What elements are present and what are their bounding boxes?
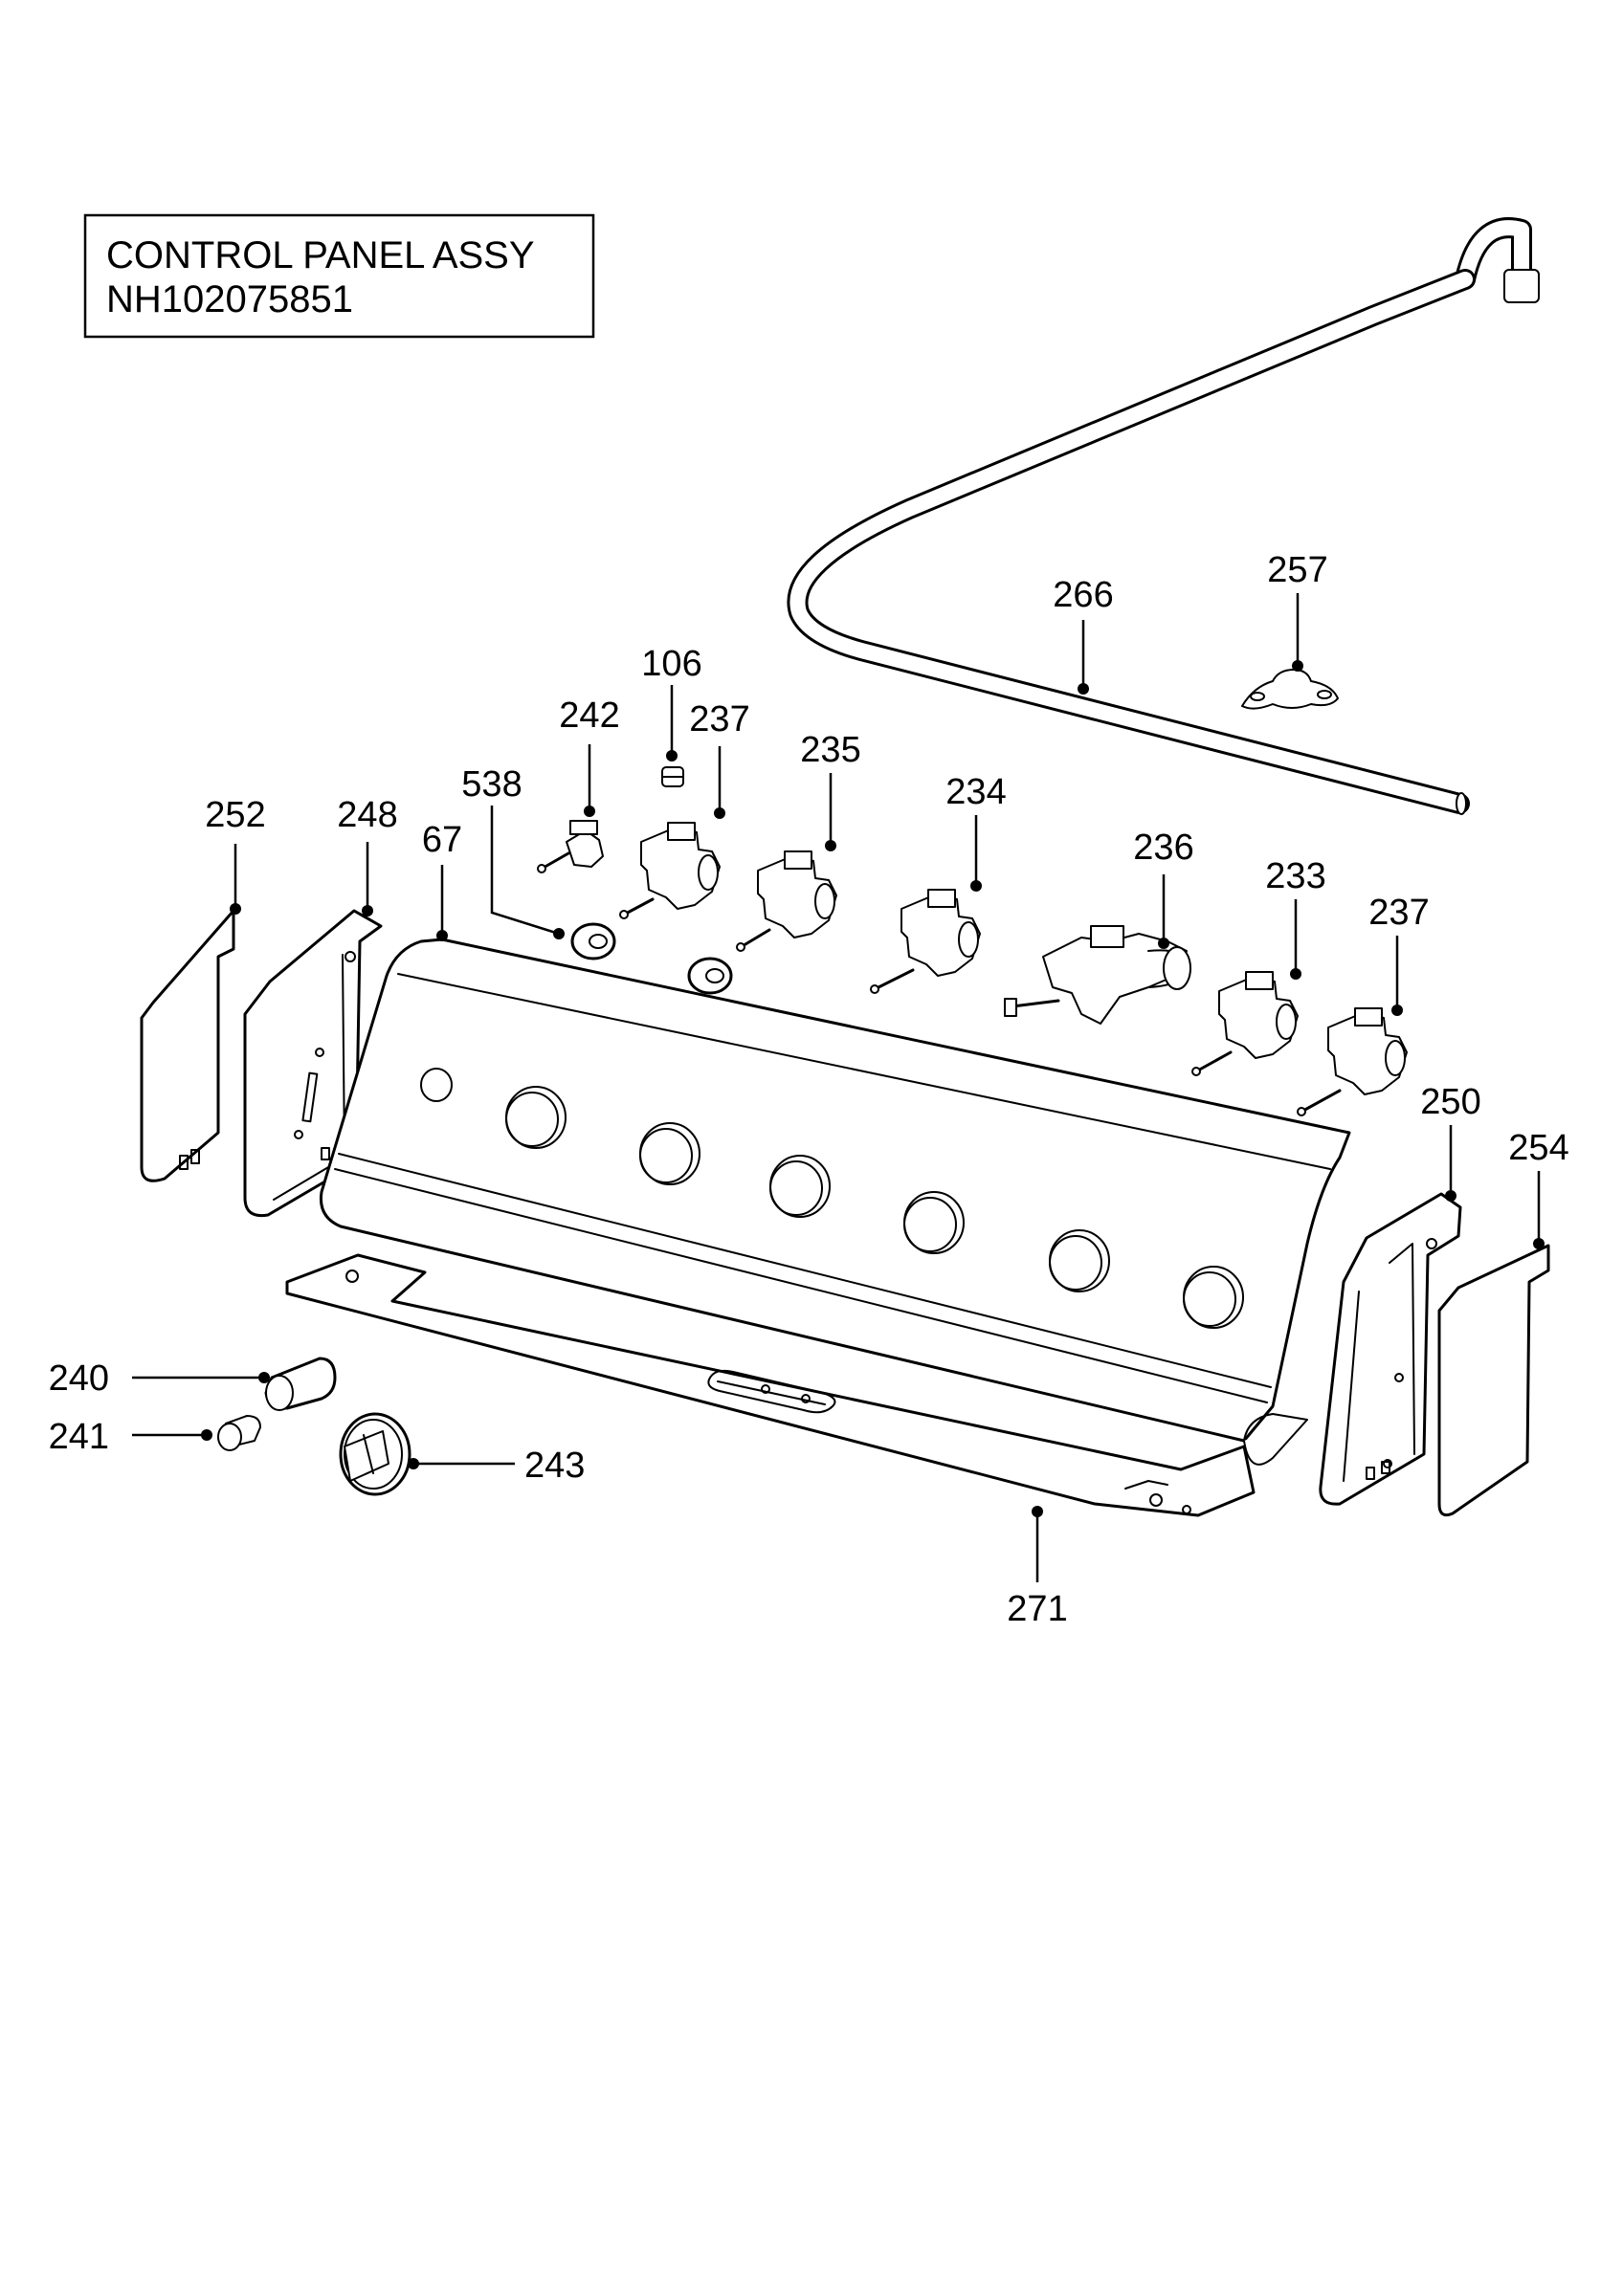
callout-538: 538 (461, 764, 522, 805)
part-235-gas-valve (736, 850, 837, 952)
part-266-gas-pipe (787, 217, 1540, 815)
part-106-nut (661, 766, 684, 787)
callout-234: 234 (945, 772, 1006, 812)
callout-241: 241 (49, 1417, 109, 1457)
title-line-1: CONTROL PANEL ASSY (106, 234, 535, 276)
part-240-knob-insert (264, 1357, 337, 1411)
callout-271: 271 (1007, 1589, 1067, 1629)
part-243-control-knob (339, 1412, 411, 1496)
callout-250: 250 (1420, 1082, 1480, 1122)
callout-106: 106 (641, 644, 701, 684)
part-237-gas-valve-left (619, 822, 721, 919)
part-252-left-end-cap (140, 909, 235, 1182)
part-538-grommet-b (687, 957, 733, 995)
callout-240: 240 (49, 1358, 109, 1399)
callout-252: 252 (205, 795, 265, 835)
part-236-thermostat-valve (1004, 925, 1191, 1025)
part-234-gas-valve (870, 889, 981, 994)
callout-243: 243 (524, 1446, 585, 1486)
part-538-grommet-a (570, 922, 616, 960)
callout-leaders (132, 593, 1545, 1582)
part-271-bottom-trim (285, 1253, 1256, 1517)
callout-labels: 266 257 106 242 237 235 538 234 236 233 … (49, 550, 1569, 1629)
part-254-right-end-cap (1437, 1244, 1550, 1517)
callout-266: 266 (1053, 575, 1113, 615)
part-242-ignition-switch (537, 820, 604, 873)
part-233-gas-valve (1191, 971, 1299, 1076)
part-257-pipe-clip (1241, 669, 1339, 710)
callout-248: 248 (337, 795, 397, 835)
callout-236: 236 (1133, 828, 1193, 868)
title-box: CONTROL PANEL ASSY NH102075851 (83, 213, 595, 339)
callout-67: 67 (422, 820, 462, 860)
part-241-push-button (217, 1415, 261, 1451)
callout-242: 242 (559, 695, 619, 736)
callout-257: 257 (1267, 550, 1327, 590)
part-237-gas-valve-right (1297, 1007, 1408, 1116)
callout-237-right: 237 (1368, 893, 1429, 933)
callout-233: 233 (1265, 856, 1325, 896)
callout-237-left: 237 (689, 699, 749, 740)
part-67-control-panel (319, 938, 1351, 1466)
part-250-right-side-bracket (1319, 1192, 1462, 1506)
title-line-2: NH102075851 (106, 278, 353, 320)
callout-254: 254 (1508, 1128, 1568, 1168)
callout-235: 235 (800, 730, 860, 770)
